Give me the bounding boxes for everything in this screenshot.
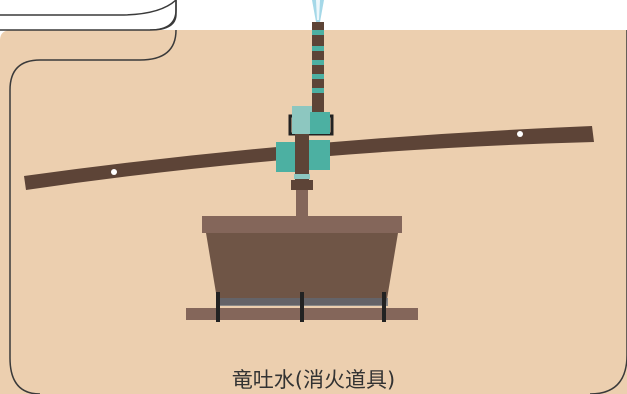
- corner-frame-top: [0, 0, 177, 16]
- base-leg-right: [382, 292, 386, 322]
- water-spray-core: [316, 0, 320, 20]
- pipe-band-3: [312, 60, 324, 65]
- beam-rivet-left: [111, 169, 117, 175]
- illustration-caption: 竜吐水(消火道具): [231, 368, 396, 392]
- pipe-band-2: [312, 46, 324, 51]
- fitting-collar-band: [294, 174, 310, 179]
- base-leg-left: [216, 292, 220, 322]
- fitting-center: [295, 134, 309, 180]
- pipe-band-4: [312, 74, 324, 79]
- pipe-band-5: [312, 88, 324, 93]
- corner-frame-top-edge: [149, 0, 177, 31]
- fitting-right: [308, 140, 330, 170]
- background-panel: [0, 30, 627, 394]
- inner-frame: [40, 29, 177, 61]
- beam-rivet-right: [517, 131, 523, 137]
- fitting-left: [276, 142, 296, 172]
- valve-teal: [310, 112, 330, 134]
- nozzle-pipe: [312, 22, 324, 120]
- tub-rim: [202, 216, 402, 233]
- fitting-collar: [291, 180, 313, 190]
- valve-light: [292, 106, 312, 134]
- pivot-beam: [24, 126, 594, 190]
- stem: [296, 190, 308, 218]
- pipe-band-1: [312, 30, 324, 35]
- base-leg-middle: [300, 292, 304, 322]
- tub-body: [206, 233, 398, 305]
